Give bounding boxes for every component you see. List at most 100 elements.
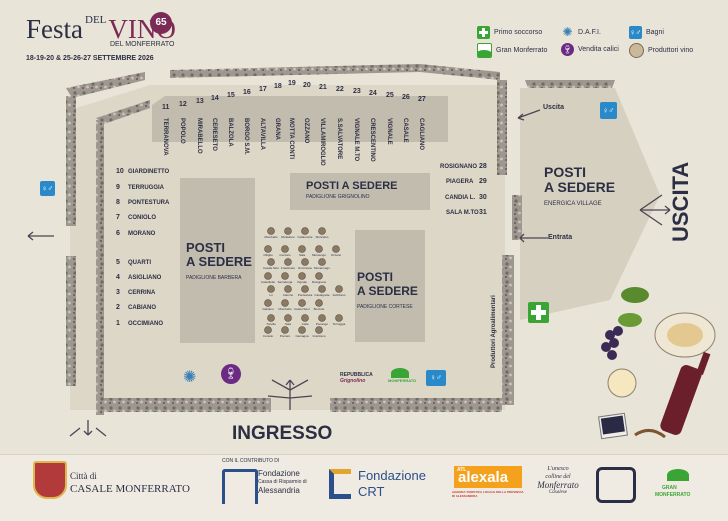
producer-name: Camino bbox=[282, 293, 294, 297]
stall-name: ASIGLIANO bbox=[128, 275, 162, 281]
producer-name: Sala bbox=[284, 322, 291, 326]
toilet-icon: ♀♂ bbox=[600, 102, 617, 119]
producer-name: Mombello bbox=[264, 235, 278, 239]
fondazione-crt-logo-icon bbox=[329, 469, 351, 499]
stall-number: 13 bbox=[196, 98, 204, 105]
city-name-line2: CASALE MONFERRATO bbox=[70, 483, 190, 495]
stall-number: 25 bbox=[386, 92, 394, 99]
agri-producers-label: Produttori Agroalimentari bbox=[491, 295, 497, 368]
producer-name: Ricaldone bbox=[281, 235, 295, 239]
producer-name: Penango bbox=[315, 322, 328, 326]
fond-al-line2: Cassa di Risparmio di bbox=[258, 479, 307, 485]
city-name-line1: Città di bbox=[70, 471, 97, 481]
stall-number: 10 bbox=[116, 168, 124, 175]
stall-name: CASALE bbox=[402, 118, 408, 143]
barrel-icon bbox=[264, 299, 272, 307]
toilet-icon: ♀♂ bbox=[426, 370, 446, 386]
producer-name: Sala bbox=[298, 253, 305, 257]
hedge-inner-left bbox=[96, 120, 104, 415]
barrel-icon bbox=[315, 326, 323, 334]
barrel-icon bbox=[267, 314, 275, 322]
barrel-icon bbox=[298, 326, 306, 334]
area-subtitle: ENERGICA VILLAGE bbox=[544, 201, 602, 207]
stall-name: PIAGERA bbox=[446, 179, 474, 185]
hedge-village-entry bbox=[512, 195, 522, 240]
stall-number: 15 bbox=[227, 92, 235, 99]
badge-text: MONFERRATO bbox=[388, 378, 417, 383]
barrel-icon bbox=[298, 272, 306, 280]
producer-name: Cellamonte bbox=[297, 235, 313, 239]
producer-name: Moncalvo bbox=[315, 235, 329, 239]
legend-item-produttori-vino: Produttori vino bbox=[629, 43, 693, 58]
corkscrew-icon bbox=[634, 429, 666, 439]
producer-name: Castel San Pietro bbox=[294, 307, 310, 311]
stall-number: 27 bbox=[418, 96, 426, 103]
stall-name: GIARDINETTO bbox=[128, 169, 170, 175]
stall-number: 24 bbox=[369, 90, 377, 97]
pavilion-cortese bbox=[355, 230, 425, 342]
legend-label: Primo soccorso bbox=[494, 29, 543, 36]
stall-number: 18 bbox=[274, 83, 282, 90]
producer-barrels bbox=[264, 227, 343, 334]
fond-al-line3: Alessandria bbox=[258, 486, 300, 495]
barrel-icon bbox=[315, 299, 323, 307]
gran-line1: GRAN bbox=[662, 485, 677, 491]
gran-line2: MONFERRATO bbox=[655, 492, 691, 498]
hedge-left-lower bbox=[66, 256, 76, 386]
stall-name: PONTESTURA bbox=[128, 200, 170, 206]
area-title: A SEDERE bbox=[186, 254, 252, 269]
barrel-icon bbox=[264, 326, 272, 334]
barrel-icon bbox=[318, 227, 326, 235]
barrel-icon bbox=[284, 227, 292, 235]
barrel-icon bbox=[335, 285, 343, 293]
barrel-icon bbox=[315, 272, 323, 280]
barrel-icon bbox=[315, 245, 323, 253]
hedge-top-left bbox=[66, 72, 145, 98]
producer-name: Ozzano bbox=[330, 253, 342, 257]
badge-text: Grignolino bbox=[340, 378, 366, 384]
barrel-icon bbox=[332, 245, 340, 253]
stall-name: OCCIMIANO bbox=[128, 321, 163, 327]
stall-name: CABIANO bbox=[128, 305, 156, 311]
stall-name: QUARTI bbox=[128, 260, 151, 266]
barrel-icon bbox=[281, 272, 289, 280]
stall-number: 22 bbox=[336, 86, 344, 93]
barrel-icon bbox=[301, 314, 309, 322]
stall-number: 20 bbox=[303, 82, 311, 89]
stall-name: MORANO bbox=[128, 231, 156, 237]
producer-name: Lu bbox=[269, 293, 273, 297]
legend-label: Vendita calici bbox=[578, 46, 619, 53]
barrel-icon bbox=[264, 272, 272, 280]
stall-number: 21 bbox=[319, 84, 327, 91]
stall-number: 2 bbox=[116, 304, 120, 311]
stall-number: 31 bbox=[479, 209, 487, 216]
sponsor-footer: Città di CASALE MONFERRATO CON IL CONTRI… bbox=[0, 454, 728, 521]
repubblica-badge: REPUBBLICA Grignolino bbox=[340, 372, 373, 384]
village-ground bbox=[520, 88, 660, 320]
hedge-right-lower bbox=[502, 255, 514, 405]
alexala-top-text: ATL bbox=[457, 467, 467, 473]
stall-name: GRANA bbox=[274, 118, 280, 140]
producer-name: Bozzole bbox=[313, 307, 325, 311]
barrel-icon bbox=[318, 314, 326, 322]
hedge-bottom-right bbox=[330, 398, 502, 412]
barrel-icon bbox=[629, 43, 644, 58]
hills-icon bbox=[477, 43, 492, 58]
stall-name: TERRANOVA bbox=[162, 118, 168, 156]
legend-label: D.A.F.I. bbox=[578, 29, 601, 36]
stall-name: VIGNALE M.TO bbox=[353, 118, 359, 162]
star-icon: ✺ bbox=[562, 25, 573, 39]
hedge-village-top bbox=[525, 80, 615, 88]
dafi-logo-icon bbox=[596, 467, 636, 503]
gran-monferrato-logo bbox=[661, 469, 695, 487]
festival-map-graphic bbox=[27, 64, 671, 437]
producer-name: Treville bbox=[266, 322, 276, 326]
producer-name: Murisengo bbox=[311, 253, 326, 257]
barrel-icon bbox=[318, 258, 326, 266]
producer-name: Castagnole bbox=[314, 293, 330, 297]
legend-item-first-aid: Primo soccorso bbox=[477, 26, 542, 39]
stall-name: BORGO S.M. bbox=[243, 118, 249, 155]
producer-name: Pontestura bbox=[297, 293, 313, 297]
